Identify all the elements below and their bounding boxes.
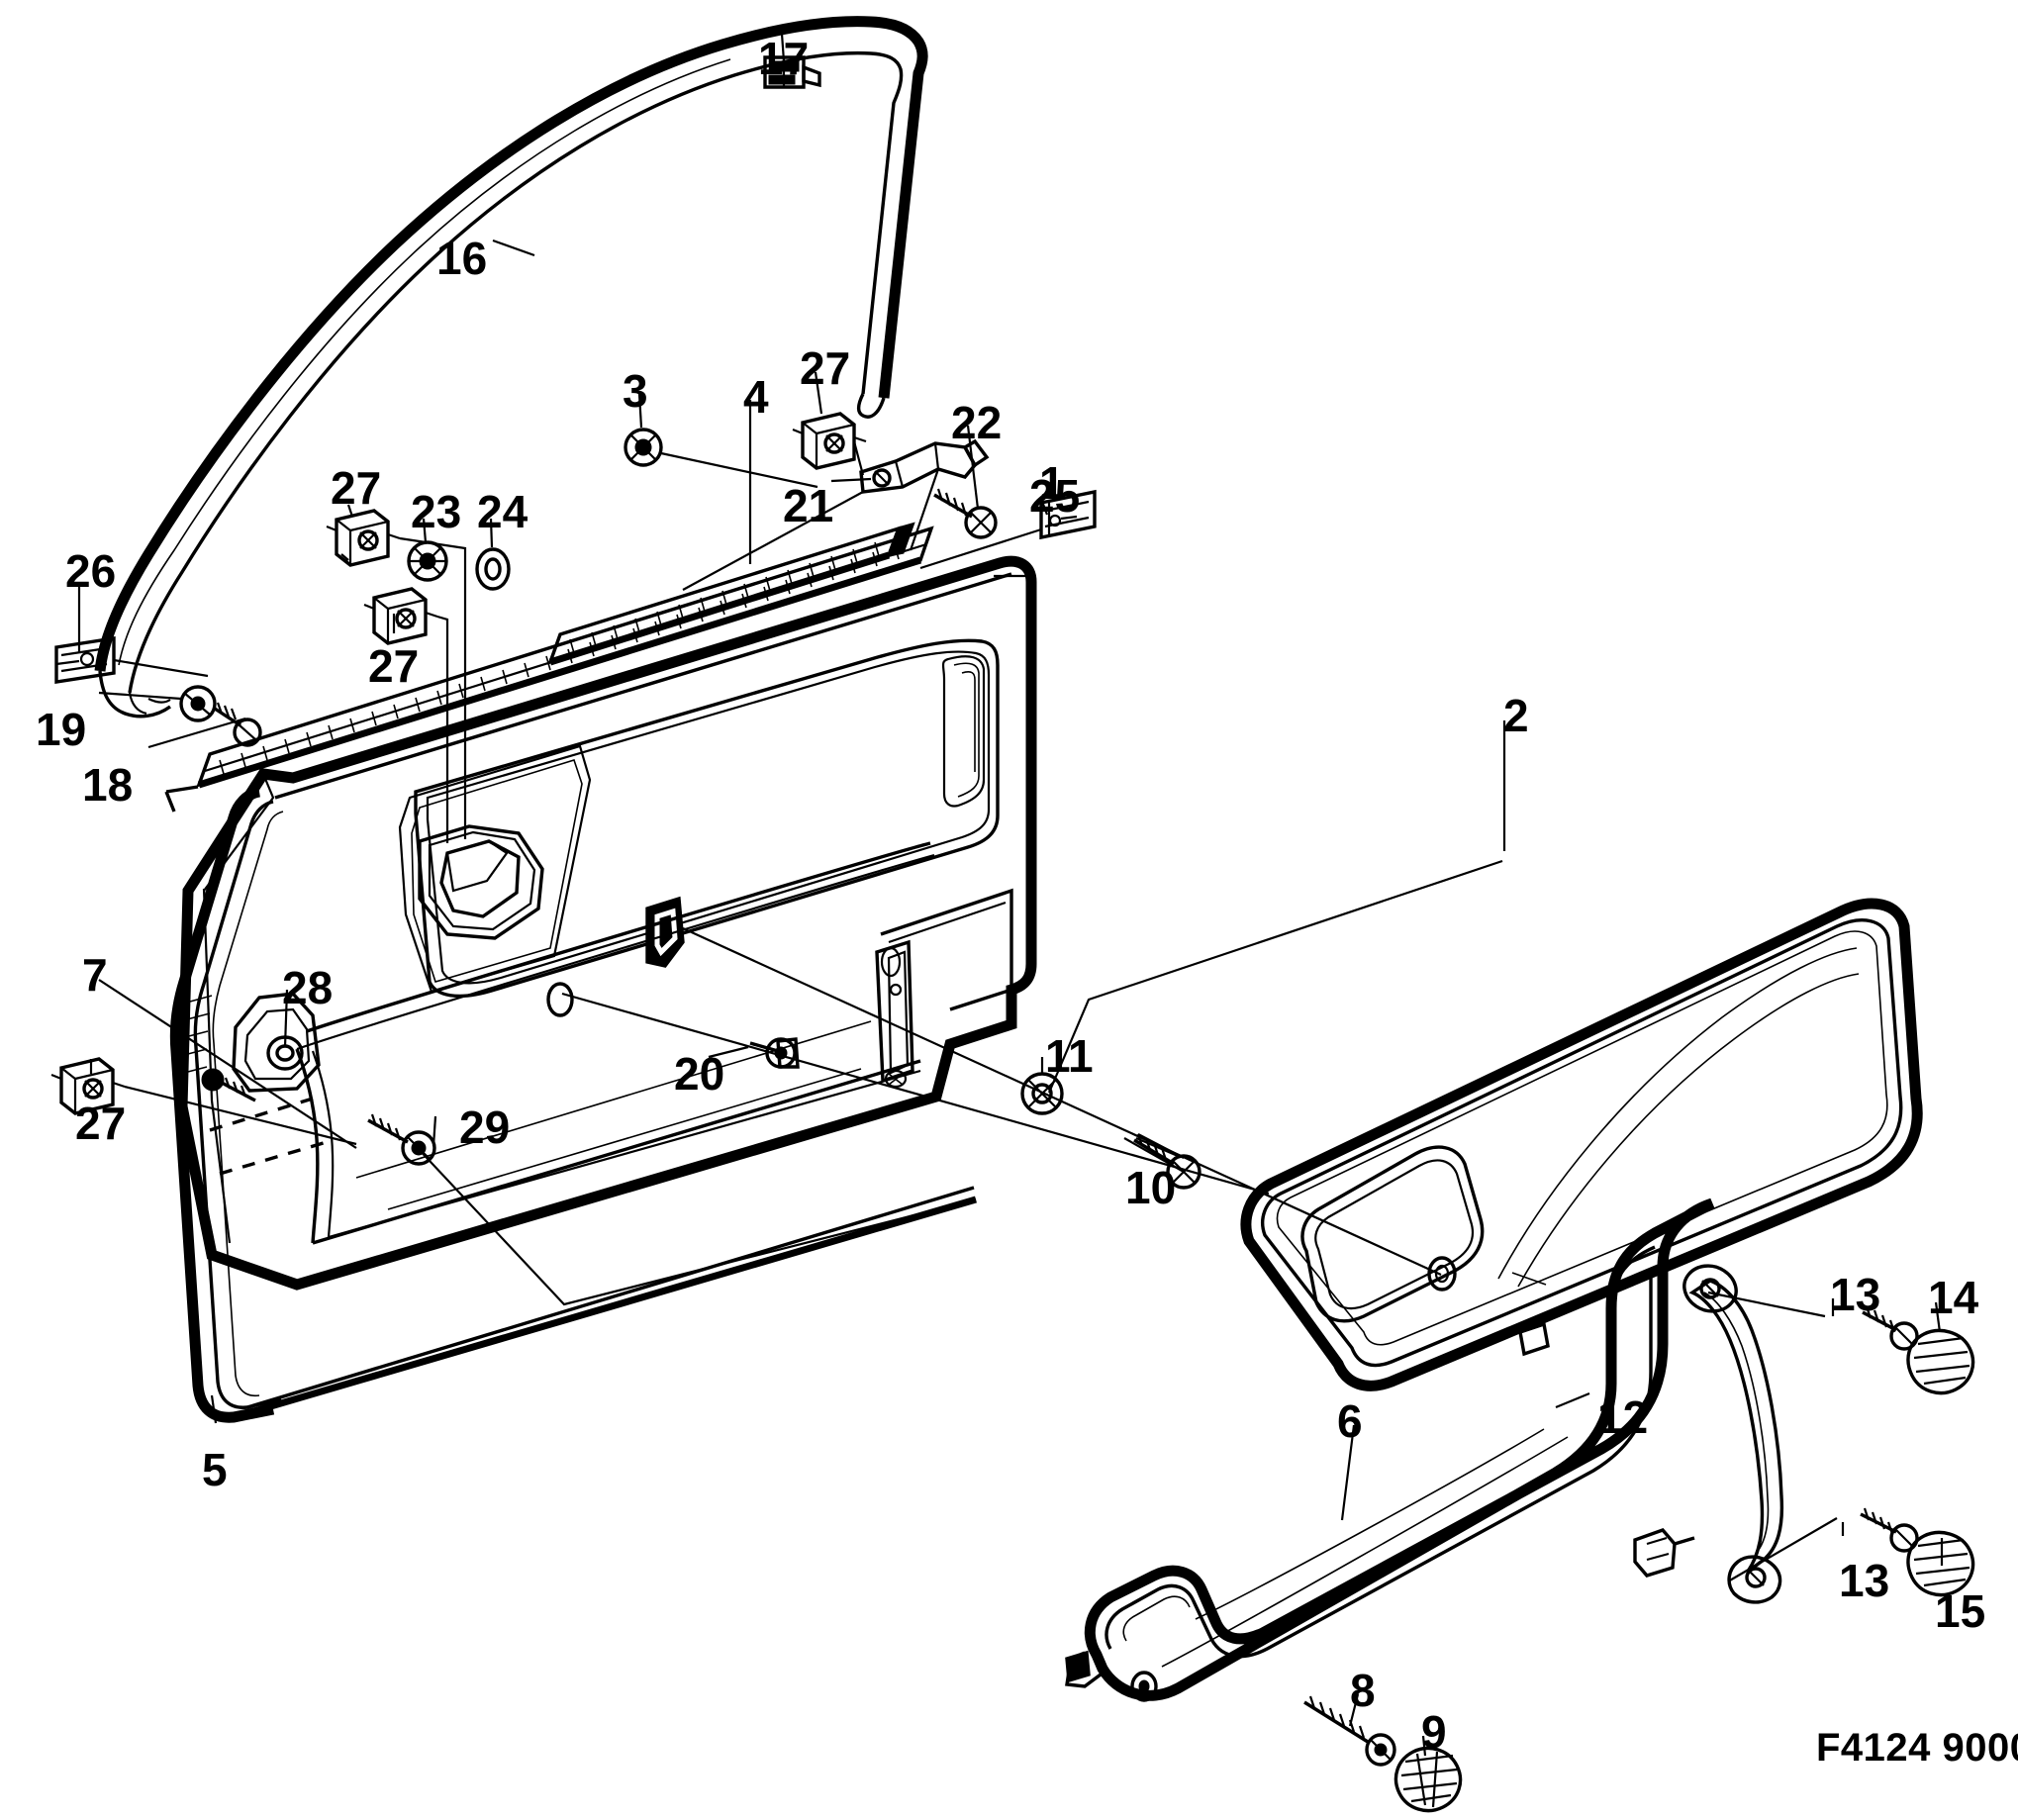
callout-2[interactable]: 2 — [1503, 690, 1529, 741]
inner-belt-weatherstrip-4-graphic — [547, 522, 915, 666]
clip-nut-27c-graphic — [792, 412, 867, 470]
clip-nut-27b-graphic — [363, 587, 438, 645]
callout-27-c[interactable]: 27 — [800, 342, 851, 394]
screw-22-graphic — [933, 488, 998, 539]
callout-28[interactable]: 28 — [282, 962, 334, 1013]
push-pin-20-graphic — [749, 1037, 800, 1069]
screw-3-graphic — [624, 428, 663, 467]
callout-18[interactable]: 18 — [82, 759, 134, 811]
callout-1[interactable]: 1 — [1039, 457, 1065, 509]
door-pull-handle-12-graphic — [1633, 1264, 1784, 1604]
callout-8[interactable]: 8 — [1350, 1665, 1376, 1716]
callout-27-d[interactable]: 27 — [75, 1098, 127, 1149]
callout-12[interactable]: 12 — [1597, 1391, 1649, 1443]
bracket-21-graphic — [859, 438, 990, 494]
callout-23[interactable]: 23 — [411, 486, 462, 537]
callout-4[interactable]: 4 — [743, 371, 769, 423]
callout-21[interactable]: 21 — [783, 480, 834, 531]
callout-27-a[interactable]: 27 — [331, 462, 382, 514]
callout-5[interactable]: 5 — [202, 1444, 228, 1495]
leader-lines — [77, 33, 1944, 1757]
callout-17[interactable]: 17 — [758, 33, 810, 84]
callout-29[interactable]: 29 — [459, 1102, 511, 1153]
spacer-24-graphic — [475, 547, 511, 591]
screw-8-graphic — [1303, 1695, 1396, 1767]
callout-13-lower[interactable]: 13 — [1839, 1555, 1890, 1606]
callout-6[interactable]: 6 — [1337, 1395, 1363, 1447]
belt-weatherstrip-18-graphic — [164, 526, 934, 813]
cap-14-graphic — [1906, 1328, 1975, 1395]
striker-plate-28-graphic — [201, 992, 321, 1102]
callout-24[interactable]: 24 — [477, 486, 529, 537]
callout-26[interactable]: 26 — [65, 545, 117, 597]
clip-nut-27d-graphic — [50, 1057, 126, 1115]
callout-11[interactable]: 11 — [1045, 1030, 1094, 1082]
callout-19[interactable]: 19 — [36, 704, 87, 755]
callout-3[interactable]: 3 — [623, 365, 648, 417]
callout-25[interactable]: 25 — [1029, 470, 1081, 522]
figure-code: F4124 9000 — [1816, 1726, 2018, 1770]
callout-15[interactable]: 15 — [1935, 1585, 1986, 1637]
callout-14[interactable]: 14 — [1928, 1272, 1979, 1323]
clip-25-graphic — [1039, 489, 1097, 540]
callout-7[interactable]: 7 — [82, 949, 108, 1001]
door-seal-5-graphic — [169, 786, 977, 1423]
window-frame-weatherstrip-graphic — [94, 16, 928, 718]
callout-13-upper[interactable]: 13 — [1830, 1269, 1881, 1320]
cap-9-graphic — [1393, 1746, 1463, 1813]
callout-20[interactable]: 20 — [674, 1048, 725, 1100]
callout-10[interactable]: 10 — [1125, 1162, 1177, 1213]
door-trim-panel-1-graphic — [176, 555, 1037, 1291]
clip-17-graphic — [763, 55, 821, 89]
screw-13b-graphic — [1860, 1507, 1919, 1553]
callout-16[interactable]: 16 — [436, 233, 488, 284]
washer-23-graphic — [407, 540, 448, 582]
clip-26-graphic — [54, 636, 116, 684]
callout-9[interactable]: 9 — [1421, 1706, 1447, 1758]
armrest-6-graphic — [1065, 1197, 1715, 1702]
screw-13a-graphic — [1862, 1305, 1919, 1351]
clip-nut-27a-graphic — [326, 509, 401, 567]
callout-27-b[interactable]: 27 — [368, 640, 420, 692]
callout-22[interactable]: 22 — [951, 397, 1003, 448]
